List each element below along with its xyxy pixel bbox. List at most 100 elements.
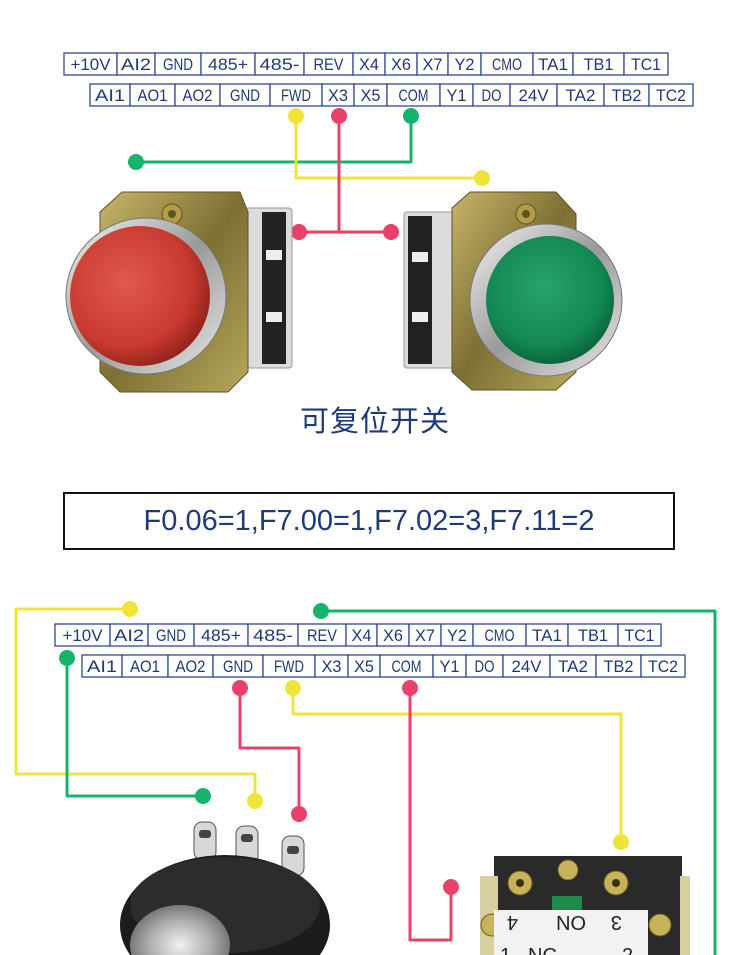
wire-red-x3	[297, 114, 393, 234]
terminal-label: Y2	[455, 55, 475, 74]
terminal-label: GND	[223, 657, 253, 676]
terminal-label: X5	[361, 86, 381, 105]
terminal-label: Y1	[440, 657, 460, 676]
switch-caption: 可复位开关	[299, 404, 450, 438]
terminal-label: GND	[163, 55, 193, 74]
terminal-label: DO	[475, 657, 495, 676]
terminal-cell	[640, 654, 686, 678]
wire-green-com	[134, 114, 413, 164]
terminal-label: X6	[391, 55, 411, 74]
terminal-label: AO2	[176, 657, 206, 676]
terminal-label: TC2	[656, 86, 686, 105]
module-label-nc: NC	[528, 945, 557, 955]
terminal-label: 24V	[519, 86, 550, 105]
wire-yellow-fwd-bottom	[291, 686, 623, 844]
parameter-settings: F0.06=1,F7.00=1,F7.02=3,F7.11=2	[143, 504, 595, 537]
module-label-right: 3	[611, 911, 622, 933]
terminal-label: TA1	[538, 55, 568, 74]
terminal-label: AO1	[130, 657, 160, 676]
wire-end-dot-red-right	[383, 224, 399, 240]
terminal-label: TA2	[558, 657, 588, 676]
wire-end-dot-green	[128, 154, 144, 170]
terminal-label: 485-	[260, 55, 300, 74]
wire-end-dot-yellow	[474, 170, 490, 186]
terminal-label: REV	[307, 626, 338, 645]
red-push-button	[65, 191, 293, 393]
wire-red-com	[408, 686, 453, 942]
terminal-label: FWD	[281, 86, 311, 105]
module-label-2: 2	[622, 945, 633, 955]
terminal-label: TA1	[532, 626, 562, 645]
terminal-cell	[648, 83, 694, 107]
terminal-label: X4	[359, 55, 379, 74]
terminal-dot-gnd	[232, 680, 248, 696]
wire-dot-green-top	[313, 603, 329, 619]
wire-end-dot-red-left	[291, 224, 307, 240]
terminal-label: Y1	[447, 86, 467, 105]
contact-module: 3 ON 4 1 NC 2	[480, 856, 690, 955]
terminal-label: TC1	[625, 626, 655, 645]
terminal-cell	[617, 623, 662, 647]
terminal-dot-x3	[331, 108, 347, 124]
terminal-label: X7	[423, 55, 443, 74]
terminal-label: AI2	[114, 626, 144, 645]
terminal-label: X6	[383, 626, 403, 645]
terminal-label: CMO	[492, 55, 522, 74]
wire-yellow-fwd	[294, 114, 484, 180]
terminal-label: TA2	[566, 86, 596, 105]
wire-dot-red-module	[443, 879, 459, 895]
terminal-dot-com-bottom	[402, 680, 418, 696]
terminal-label: TB2	[604, 657, 634, 676]
terminal-row-1: +10V AI2 GND 485+ 485- REV X4 X6 X7 Y2 CMO TA1 TB1 TC…	[63, 52, 669, 76]
terminal-label: +10V	[71, 55, 112, 74]
terminal-label: CMO	[485, 626, 515, 645]
top-wires	[128, 108, 490, 240]
terminal-cell	[623, 52, 669, 76]
potentiometer	[120, 821, 330, 955]
wire-dot-yellow-module	[613, 834, 629, 850]
terminal-label: GND	[230, 86, 260, 105]
terminal-label: X5	[354, 657, 374, 676]
wire-green-ai1	[65, 656, 205, 798]
terminal-label: TC2	[648, 657, 678, 676]
terminal-dot-fwd	[288, 108, 304, 124]
green-push-button	[403, 191, 623, 391]
wire-dot-red-pot	[291, 806, 307, 822]
terminal-label: AI2	[121, 55, 151, 74]
wire-green-right	[319, 609, 717, 955]
terminal-label: 24V	[512, 657, 543, 676]
wire-dot-yellow-pot	[247, 793, 263, 809]
terminal-label: GND	[156, 626, 186, 645]
terminal-label: AO2	[183, 86, 213, 105]
module-label-no: ON	[556, 911, 586, 933]
terminal-label: 485+	[208, 55, 248, 74]
terminal-dot-com	[403, 108, 419, 124]
wire-dot-green-pot	[195, 788, 211, 804]
terminal-label: TB2	[612, 86, 642, 105]
terminal-dot-fwd-bottom	[285, 680, 301, 696]
terminal-label: 485-	[253, 626, 293, 645]
terminal-label: COM	[399, 86, 429, 105]
terminal-label: COM	[392, 657, 422, 676]
terminal-label: X4	[352, 626, 372, 645]
module-label-left: 4	[507, 911, 518, 933]
terminal-label: X7	[415, 626, 435, 645]
terminal-label: AI1	[87, 657, 117, 676]
terminal-label: REV	[314, 55, 345, 74]
module-label-1: 1	[500, 945, 511, 955]
terminal-label: FWD	[274, 657, 304, 676]
wire-red-gnd	[238, 686, 301, 816]
terminal-label: TC1	[631, 55, 661, 74]
terminal-label: TB1	[578, 626, 608, 645]
terminal-label: 485+	[201, 626, 241, 645]
terminal-label: AI1	[95, 86, 125, 105]
terminal-dot-ai1	[59, 650, 75, 666]
terminal-label: TB1	[584, 55, 614, 74]
wire-dot-yellow-top	[122, 601, 138, 617]
